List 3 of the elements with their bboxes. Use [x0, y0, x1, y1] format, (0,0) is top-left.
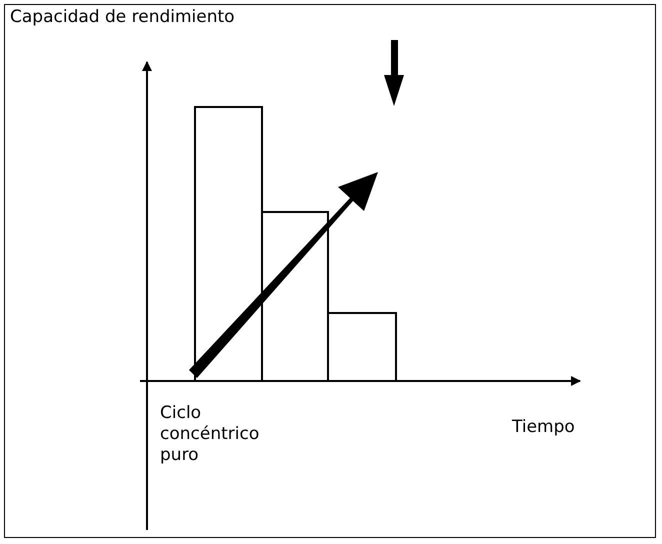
axis-note: Ciclo concéntrico puro	[160, 403, 260, 466]
axis-title: Capacidad de rendimiento	[10, 7, 236, 28]
axis-title: Tiempo	[512, 417, 576, 438]
